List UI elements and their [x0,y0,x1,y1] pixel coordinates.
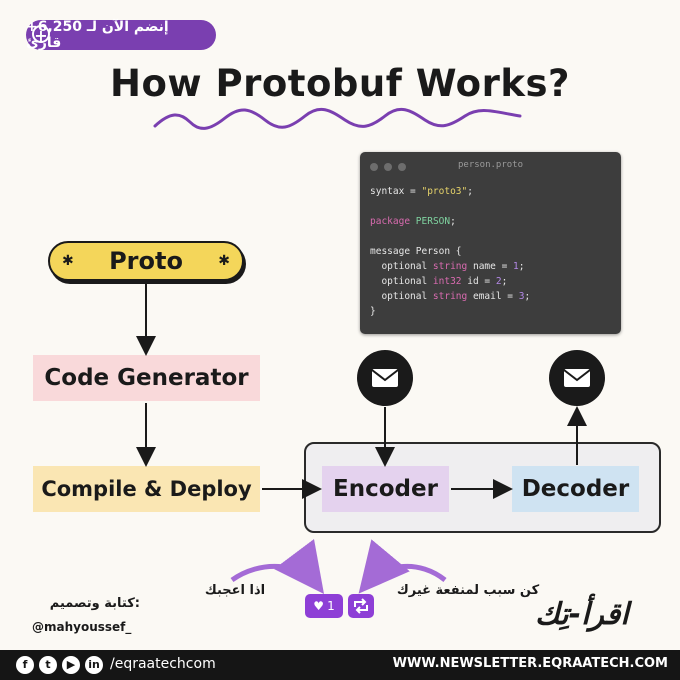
window-dot-icon [384,163,392,171]
retweet-button[interactable] [348,594,374,618]
code-line-field-id: optional int32 id = 2; [370,276,508,287]
youtube-icon[interactable]: ▶ [62,656,80,674]
linkedin-icon[interactable]: in [85,656,103,674]
like-prompt: اذا اعجبك [204,583,266,598]
code-generator-node: Code Generator [33,355,260,401]
like-count: 1 [327,599,335,613]
heart-icon: ♥ [313,599,325,613]
window-dot-icon [398,163,406,171]
encoder-node: Encoder [322,466,449,512]
asterisk-icon: ✱ [62,253,74,269]
compile-deploy-node: Compile & Deploy [33,466,260,512]
envelope-icon [357,350,413,406]
twitter-icon[interactable]: t [39,656,57,674]
like-button[interactable]: ♥ 1 [305,594,343,618]
proto-code-panel: person.proto syntax = "proto3"; package … [360,152,621,334]
brand-logo: اقرأ-تِك [535,597,629,632]
code-line-package: package PERSON; [370,216,456,227]
plus-icon[interactable]: + [32,25,50,44]
code-line-field-email: optional string email = 3; [370,291,531,302]
footer-bar [0,650,680,680]
title-underline-squiggle [153,107,522,130]
code-line-syntax: syntax = "proto3"; [370,186,473,197]
page-title: How Protobuf Works? [110,62,570,105]
proto-node: ✱ Proto ✱ [48,241,244,281]
author-handle: @mahyoussef_ [32,620,132,634]
proto-label: Proto [109,247,183,275]
asterisk-icon: ✱ [218,253,230,269]
code-filename: person.proto [457,160,524,170]
window-dot-icon [370,163,378,171]
envelope-icon [549,350,605,406]
code-line-message: message Person { [370,246,462,257]
facebook-icon[interactable]: f [16,656,34,674]
written-by-label: كتابة وتصميم: [49,596,140,611]
website-link[interactable]: WWW.NEWSLETTER.EQRAATECH.COM [392,656,668,671]
share-prompt: كن سبب لمنفعة غيرك [396,583,540,598]
join-button[interactable]: إنضم الآن لـ 6,250+ قارئ [26,19,216,51]
decoder-node: Decoder [512,466,639,512]
code-line-field-name: optional string name = 1; [370,261,525,272]
code-line-close: } [370,306,376,317]
social-handle[interactable]: /eqraatechcom [110,656,216,672]
join-label: إنضم الآن لـ 6,250+ قارئ [26,19,169,51]
retweet-icon [354,598,368,614]
